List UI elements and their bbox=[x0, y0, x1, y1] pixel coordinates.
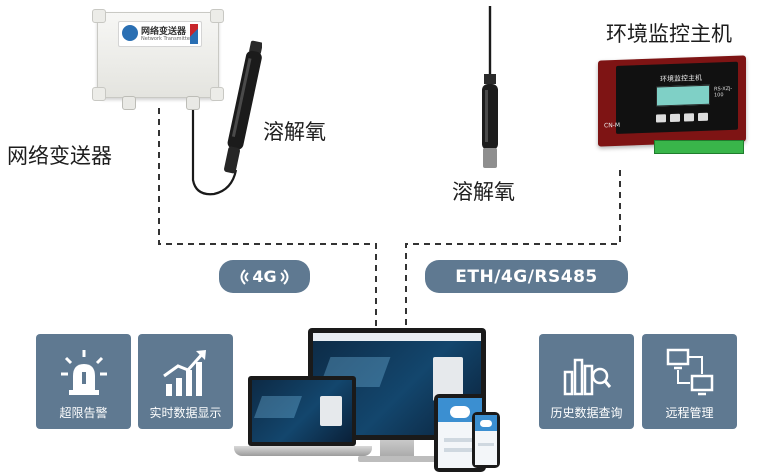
feature-tile-alarm: 超限告警 bbox=[36, 334, 131, 429]
smartphone bbox=[472, 412, 500, 468]
monitoring-host: 环境监控主机 RS-XZJ-100 CN-M bbox=[598, 55, 746, 168]
brand-stripe bbox=[190, 24, 198, 44]
wifi-signal-icon bbox=[240, 268, 250, 285]
link-badge-4g: 4G bbox=[219, 260, 310, 293]
feature-label-alarm: 超限告警 bbox=[59, 406, 108, 420]
host-panel: 环境监控主机 RS-XZJ-100 bbox=[616, 61, 738, 134]
host-button bbox=[670, 113, 680, 123]
alarm-light-icon bbox=[61, 350, 107, 395]
monitor-stand bbox=[380, 440, 414, 458]
link-label-left: 4G bbox=[252, 267, 277, 286]
nameplate-subtitle: Network Transmitter bbox=[141, 36, 192, 42]
feature-label-history: 历史数据查询 bbox=[550, 406, 623, 420]
link-label-right: ETH/4G/RS485 bbox=[455, 266, 598, 287]
host-button bbox=[656, 114, 666, 123]
label-sensor-right: 溶解氧 bbox=[452, 180, 515, 204]
feature-label-remote: 远程管理 bbox=[665, 406, 714, 420]
sensor-cable-left bbox=[191, 110, 238, 196]
host-model: RS-XZJ-100 bbox=[714, 85, 733, 99]
network-transmitter: 网络变送器 Network Transmitter bbox=[92, 9, 224, 101]
tablet bbox=[434, 394, 486, 472]
host-button bbox=[698, 112, 708, 122]
brand-logo-icon bbox=[122, 25, 138, 41]
cable-gland-left bbox=[122, 96, 136, 110]
bar-search-icon bbox=[563, 358, 612, 396]
label-host: 环境监控主机 bbox=[606, 22, 732, 46]
feature-tile-remote: 远程管理 bbox=[642, 334, 737, 429]
terminal-block bbox=[654, 140, 744, 154]
client-devices bbox=[230, 328, 510, 476]
label-sensor-left: 溶解氧 bbox=[263, 120, 326, 144]
label-transmitter: 网络变送器 bbox=[7, 144, 112, 168]
feature-tile-realtime: 实时数据显示 bbox=[138, 334, 233, 429]
laptop-screen bbox=[248, 376, 356, 446]
transmitter-nameplate: 网络变送器 Network Transmitter bbox=[118, 21, 202, 47]
monitor-base bbox=[358, 456, 436, 462]
host-button bbox=[684, 113, 694, 122]
nameplate-title: 网络变送器 bbox=[141, 27, 187, 37]
do-sensor-probe-left bbox=[224, 40, 262, 174]
feature-label-realtime: 实时数据显示 bbox=[149, 406, 222, 420]
link-badge-eth: ETH/4G/RS485 bbox=[425, 260, 628, 293]
dashed-link-left bbox=[158, 108, 377, 330]
host-port-label: CN-M bbox=[604, 121, 621, 130]
remote-computers-icon bbox=[666, 348, 714, 396]
host-panel-title: 环境监控主机 bbox=[660, 73, 702, 84]
host-housing: 环境监控主机 RS-XZJ-100 CN-M bbox=[598, 55, 746, 147]
wifi-signal-icon bbox=[279, 268, 289, 285]
rising-chart-icon bbox=[163, 350, 206, 396]
dashed-link-right bbox=[405, 170, 621, 330]
laptop-keyboard bbox=[234, 446, 372, 456]
do-sensor-probe-right bbox=[482, 74, 498, 168]
feature-tile-history: 历史数据查询 bbox=[539, 334, 634, 429]
host-lcd bbox=[656, 84, 710, 107]
cable-gland-right bbox=[186, 96, 200, 110]
